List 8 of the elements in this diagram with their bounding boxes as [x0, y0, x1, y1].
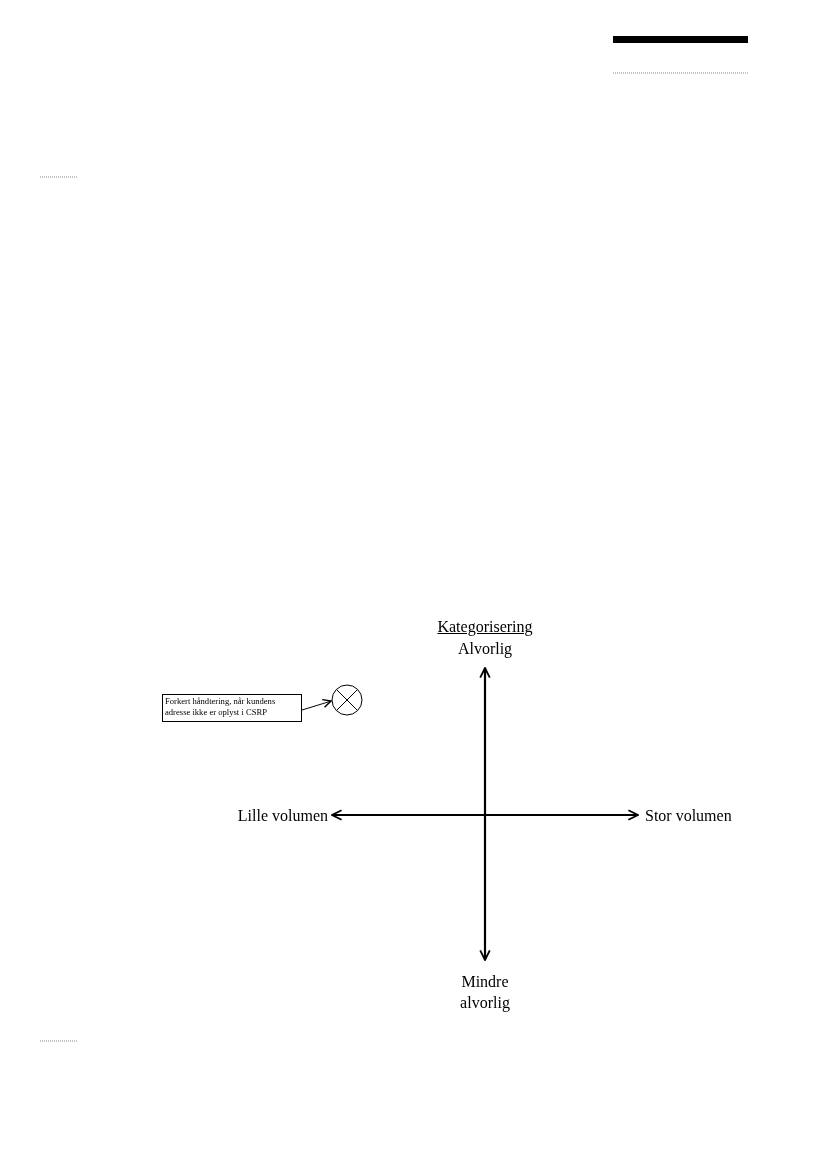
- axis-label: Lille volumen: [236, 806, 328, 826]
- axis-heading: Kategorisering: [436, 617, 534, 637]
- axis-label: Mindre alvorlig: [459, 972, 511, 1014]
- cross-circle-icon: [331, 684, 363, 716]
- axis-label: Stor volumen: [645, 806, 733, 826]
- arrow: [301, 698, 332, 711]
- note-box: Forkert håndtering, når kundens adresse ikke er oplyst i CSRP: [162, 694, 302, 722]
- axis-label: Alvorlig: [456, 639, 514, 659]
